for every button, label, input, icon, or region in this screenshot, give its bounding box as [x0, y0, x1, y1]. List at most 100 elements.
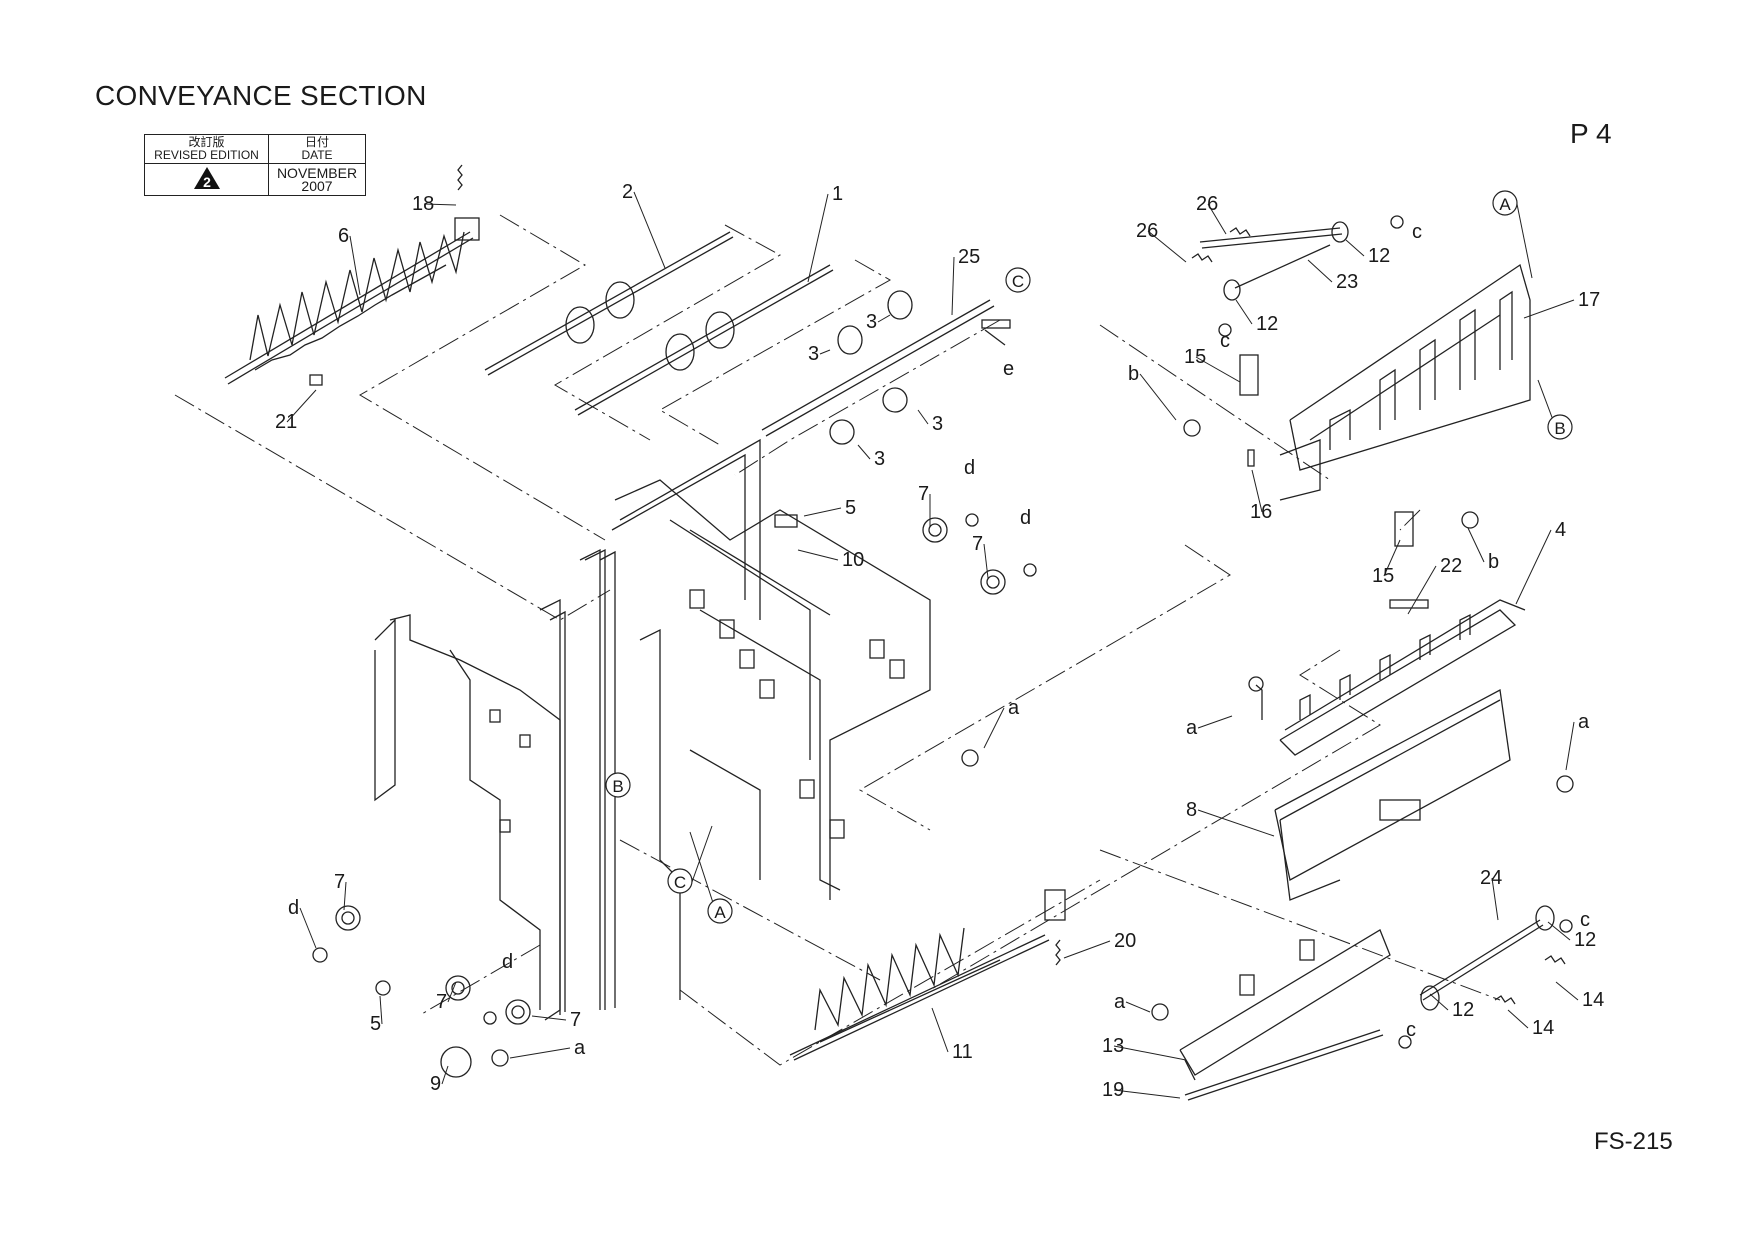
callout-9: 9	[430, 1065, 449, 1095]
part-number: 18	[412, 193, 434, 215]
leader-line	[299, 907, 317, 949]
part-number: 12	[1256, 313, 1278, 335]
leader-line	[286, 389, 317, 423]
part-number: d	[502, 951, 513, 973]
cover-8	[1274, 688, 1511, 901]
revision-date-cell: NOVEMBER 2007	[268, 163, 366, 196]
revision-table: 改訂版 REVISED EDITION 日付 DATE 2 NOVEMBER 2…	[144, 134, 366, 196]
callout-3: 3	[857, 444, 885, 470]
revision-date-year: 2007	[301, 177, 333, 194]
leader-line	[1197, 809, 1275, 837]
date-label: DATE	[301, 148, 333, 162]
part-number: 19	[1102, 1079, 1124, 1101]
model-label: FS-215	[1594, 1128, 1673, 1155]
leader-line	[857, 444, 871, 460]
callout-12: 12	[1235, 299, 1278, 335]
part-number: 22	[1440, 555, 1462, 577]
callout-b: b	[1467, 527, 1499, 573]
callout-24: 24	[1480, 867, 1502, 921]
leader-line	[441, 1065, 449, 1085]
leader-line	[447, 981, 457, 1003]
leader-line	[531, 1015, 567, 1021]
reference-circle	[1492, 190, 1518, 216]
leader-line	[1407, 565, 1437, 615]
part-number: 9	[430, 1073, 441, 1095]
leader-line	[807, 193, 829, 283]
leader-line	[1523, 299, 1575, 319]
part-number: 7	[918, 483, 929, 505]
part-number: 14	[1532, 1017, 1554, 1039]
reference-letter: C	[1012, 272, 1024, 291]
revised-edition-label-jp: 改訂版	[188, 135, 225, 149]
part-number: 6	[338, 225, 349, 247]
leader-line	[1147, 230, 1187, 263]
leader-line	[1467, 527, 1485, 563]
callout-d: d	[288, 897, 317, 949]
reference-circle	[667, 868, 693, 894]
leader-line	[349, 235, 361, 296]
callout-c: c	[1406, 1019, 1416, 1041]
part-number: 15	[1184, 346, 1206, 368]
leader-line	[931, 1007, 949, 1053]
guide-4	[1279, 599, 1526, 756]
part-number: c	[1220, 330, 1230, 352]
callout-23: 23	[1307, 259, 1358, 293]
leader-line	[1197, 715, 1233, 729]
leader-line	[1491, 877, 1499, 921]
reference-circle	[605, 772, 631, 798]
callout-7: 7	[531, 1009, 581, 1031]
callout-a: a	[1186, 715, 1233, 739]
callout-12: 12	[1429, 993, 1474, 1021]
revised-edition-header: 改訂版 REVISED EDITION	[144, 134, 269, 164]
callout-15: 15	[1372, 539, 1401, 587]
leader-line	[509, 1047, 571, 1059]
leader-line	[1063, 940, 1111, 959]
part-number: 2	[622, 181, 633, 203]
part-number: e	[1003, 358, 1014, 380]
part-number: 3	[808, 343, 819, 365]
leader-line	[1195, 356, 1241, 383]
part-number: 5	[845, 497, 856, 519]
upper-guide-17	[1199, 221, 1531, 501]
part-number: d	[288, 897, 299, 919]
reference-letter: B	[612, 777, 623, 796]
callout-c: c	[1580, 909, 1590, 931]
part-number: c	[1406, 1019, 1416, 1041]
leader-line	[379, 995, 383, 1025]
reference-circle	[707, 898, 733, 924]
callout-B: B	[1537, 379, 1573, 440]
part-number: a	[1186, 717, 1198, 739]
callout-6: 6	[338, 225, 361, 296]
leader-line	[1207, 203, 1227, 235]
center-frame-plate	[614, 479, 931, 900]
leader-line	[1235, 299, 1253, 325]
leader-line	[1515, 529, 1552, 605]
part-number: 25	[958, 246, 980, 268]
callout-A: A	[689, 831, 733, 924]
callout-5: 5	[803, 497, 856, 519]
reference-letter: B	[1554, 419, 1565, 438]
shaft-24	[1419, 905, 1555, 1011]
reference-circle	[1547, 414, 1573, 440]
leader-line	[1251, 469, 1263, 513]
callout-a: a	[983, 697, 1020, 749]
part-number: 10	[842, 549, 864, 571]
callout-12: 12	[1547, 921, 1596, 951]
part-number: 21	[275, 411, 297, 433]
part-number: 16	[1250, 501, 1272, 523]
callout-3: 3	[917, 409, 943, 435]
part-number: 3	[932, 413, 943, 435]
callout-20: 20	[1063, 930, 1136, 959]
guide-plate-11	[789, 889, 1066, 1061]
callout-25: 25	[951, 246, 980, 316]
part-number: 12	[1452, 999, 1474, 1021]
leader-line	[917, 409, 929, 425]
leader-line	[1139, 373, 1177, 421]
revision-date-month: NOVEMBER	[276, 164, 358, 181]
callout-19: 19	[1102, 1079, 1181, 1101]
leader-line	[1383, 539, 1401, 577]
reference-letter: C	[674, 873, 686, 892]
callout-26: 26	[1136, 220, 1187, 263]
reference-circle	[1005, 267, 1031, 293]
callout-8: 8	[1186, 799, 1275, 837]
